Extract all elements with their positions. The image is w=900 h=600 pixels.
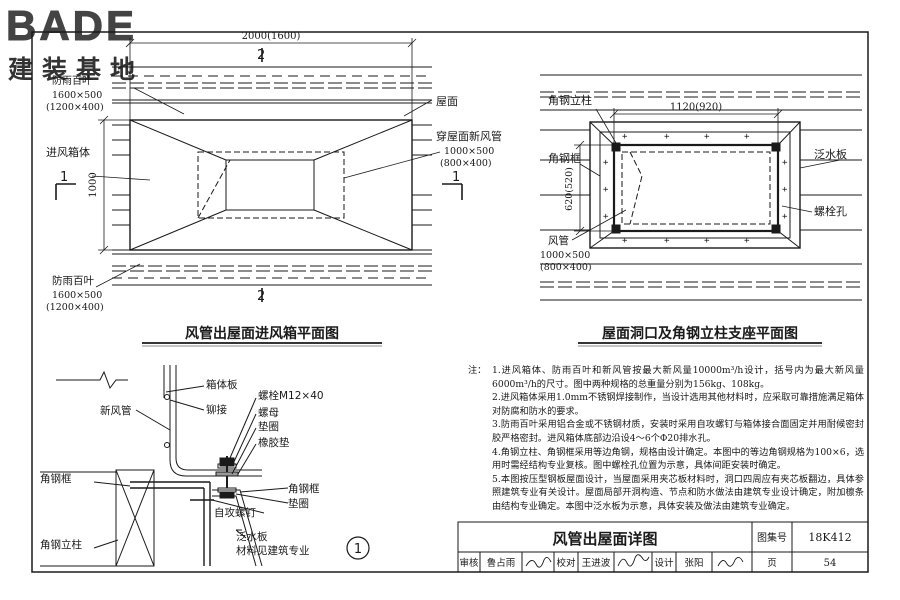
note-item: 2.进风箱体采用1.0mm不锈钢焊接制作，当设计选用其他材料时，应采取可靠措施满…: [468, 391, 864, 418]
louver-bottom-label: 防雨百叶: [52, 274, 94, 287]
note-text: 3.防雨百叶采用铝合金或不锈钢材质，安装时采用自攻螺钉与箱体接合面固定并用耐候密…: [492, 419, 864, 444]
review-label: 审核: [459, 557, 479, 569]
new-duct-label: 新风管: [100, 404, 132, 417]
intake-box-plan: [112, 66, 432, 286]
right-duct-size: 1000×500: [540, 250, 590, 261]
louver-top-size: 1600×500: [52, 90, 102, 101]
right-duct-size-alt: (800×400): [540, 262, 592, 273]
angle-post-label: 角钢立柱: [548, 93, 592, 107]
nut-label: 螺母: [258, 407, 279, 419]
louver-top-label: 防雨百叶: [52, 74, 92, 87]
designer-name: 张阳: [684, 558, 703, 569]
louver-top-size-alt: (1200×400): [46, 102, 104, 113]
washer-label: 垫圈: [258, 420, 279, 433]
detail-flashing-label: 泛水板: [236, 530, 268, 543]
note-item: 注： 1.进风箱体、防雨百叶和新风管按最大新风量10000m³/h设计，括号内为…: [468, 364, 864, 391]
sheet-title: 风管出屋面详图: [552, 530, 657, 548]
title-block: [457, 521, 869, 573]
reviewer-signature: [525, 557, 552, 568]
plan-left-title: 风管出屋面进风箱平面图: [185, 325, 339, 342]
connection-detail: [40, 365, 289, 567]
section-marker-left: 1: [60, 170, 68, 185]
roof-duct-size: 1000×500: [444, 146, 494, 157]
rivet-label: 铆接: [206, 403, 227, 416]
roof-duct-label: 穿屋面新风管: [436, 129, 502, 143]
svg-text:+: +: [603, 158, 609, 168]
note-item: 5.本图按压型钢板屋面设计，当屋面采用夹芯板材料时，洞口四周应有夹芯板翻边，具体…: [468, 473, 864, 514]
svg-text:+: +: [704, 236, 710, 246]
svg-text:+: +: [782, 212, 788, 222]
note-text: 1.进风箱体、防雨百叶和新风管按最大新风量10000m³/h设计，括号内为最大新…: [492, 365, 864, 390]
svg-text:+: +: [782, 158, 788, 168]
detail-angle-frame-label: 角钢框: [40, 472, 72, 485]
page-number: 54: [824, 558, 837, 569]
plan-right-dim-top: 1120(920): [670, 102, 722, 113]
plan-right-dim-left: 620(520): [564, 167, 575, 211]
note-item: 4.角钢立柱、角钢框采用等边角钢，规格由设计确定。本图中的等边角钢规格为100×…: [468, 446, 864, 473]
sheet-border: [31, 31, 869, 573]
bolt-hole-label: 螺栓孔: [814, 204, 847, 218]
brand-subtitle: 建装基地: [8, 55, 145, 84]
svg-text:+: +: [744, 236, 750, 246]
note-item: 3.防雨百叶采用铝合金或不锈钢材质，安装时采用自攻螺钉与箱体接合面固定并用耐候密…: [468, 418, 864, 445]
atlas-label: 图集号: [757, 531, 787, 544]
screw-label: 自攻螺钉: [214, 506, 256, 519]
atlas-number: 18K412: [808, 531, 851, 544]
checker-signature: [617, 554, 650, 567]
plan-left-dim-left: 1000: [88, 172, 99, 197]
section-marker-right: 1: [452, 170, 460, 185]
note-text: 4.角钢立柱、角钢框采用等边角钢，规格由设计确定。本图中的等边角钢规格为100×…: [492, 446, 864, 472]
plan-right-title: 屋面洞口及角钢立柱支座平面图: [602, 325, 798, 342]
svg-text:+: +: [704, 132, 710, 142]
section-marker-bottom: 2: [257, 289, 265, 304]
svg-text:+: +: [664, 132, 670, 142]
louver-bottom-size-alt: (1200×400): [46, 302, 104, 313]
bolt-label: 螺栓M12×40: [258, 389, 324, 402]
design-label: 设计: [654, 557, 674, 569]
roof-label: 屋面: [436, 95, 458, 108]
note-text: 2.进风箱体采用1.0mm不锈钢焊接制作，当设计选用其他材料时，应采取可靠措施满…: [492, 392, 864, 417]
louver-bottom-size: 1600×500: [52, 290, 102, 301]
plan-left-dim-top: 2000(1600): [242, 31, 301, 42]
svg-text:+: +: [744, 132, 750, 142]
washer2-label: 垫圈: [288, 497, 309, 510]
roof-duct-size-alt: (800×400): [440, 158, 492, 169]
notes-prefix: 注：: [468, 365, 487, 376]
brand-logo: BADE: [5, 2, 138, 50]
note-text: 5.本图按压型钢板屋面设计，当屋面采用夹芯板材料时，洞口四周应有夹芯板翻边，具体…: [492, 473, 864, 512]
flashing-label: 泛水板: [814, 147, 847, 161]
section-marker-top: 2: [257, 48, 265, 63]
right-duct-label: 风管: [548, 234, 569, 247]
svg-text:+: +: [782, 185, 788, 195]
designer-signature: [717, 557, 744, 567]
intake-box-label: 进风箱体: [46, 145, 90, 159]
svg-text:+: +: [603, 185, 609, 195]
checker-name: 王进波: [582, 557, 611, 569]
svg-text:+: +: [664, 236, 670, 246]
detail-angle-post-label: 角钢立柱: [40, 538, 82, 551]
roof-opening-plan: [540, 74, 862, 301]
bolt-holes: + + + + + + + + + + + + + +: [603, 132, 788, 246]
svg-text:+: +: [622, 132, 628, 142]
detail-angle-frame-right-label: 角钢框: [288, 482, 320, 495]
material-note: 材料见建筑专业: [236, 544, 310, 557]
rubber-pad-label: 橡胶垫: [258, 436, 290, 449]
svg-text:+: +: [603, 212, 609, 222]
reviewer-name: 鲁占雨: [487, 557, 516, 569]
box-plate-label: 箱体板: [206, 378, 238, 391]
detail-number: 1: [354, 542, 362, 557]
page-label: 页: [767, 558, 777, 569]
angle-frame-label: 角钢框: [548, 152, 581, 165]
check-label: 校对: [556, 557, 576, 569]
svg-text:+: +: [622, 236, 628, 246]
design-notes: 注： 1.进风箱体、防雨百叶和新风管按最大新风量10000m³/h设计，括号内为…: [468, 364, 864, 514]
